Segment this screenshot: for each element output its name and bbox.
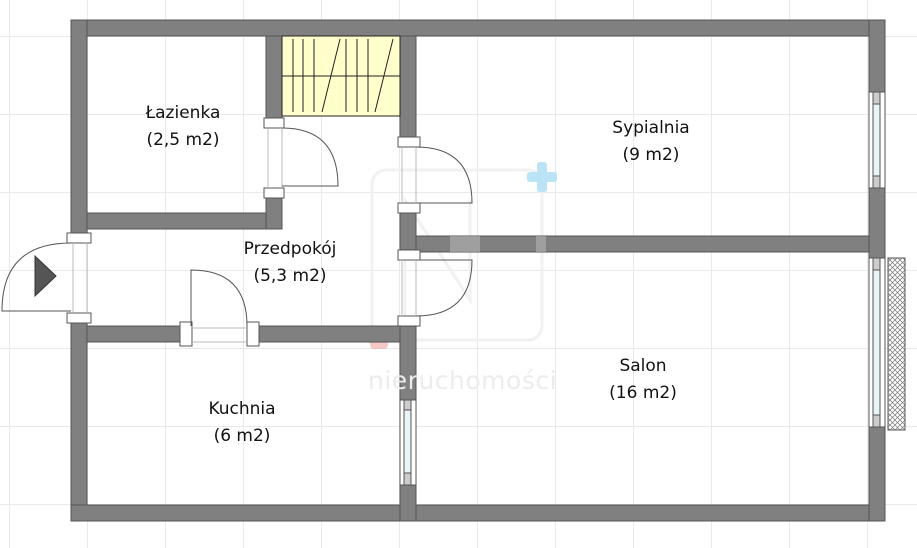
- room-label-kuchnia: Kuchnia (6 m2): [208, 396, 275, 450]
- room-name: Kuchnia: [208, 399, 276, 419]
- room-area: (9 m2): [622, 145, 680, 165]
- room-area: (2,5 m2): [146, 130, 220, 150]
- door-swings: [1, 127, 473, 327]
- room-label-sypialnia: Sypialnia (9 m2): [612, 115, 689, 169]
- room-label-przedpokoj: Przedpokój (5,3 m2): [244, 236, 337, 290]
- watermark-plus-icon: [527, 162, 557, 192]
- entrance-arrow-icon: [34, 254, 57, 298]
- door-openings: [72, 128, 417, 343]
- room-name: Przedpokój: [243, 239, 337, 259]
- stairs: [281, 35, 401, 117]
- walls: [70, 19, 886, 522]
- balcony-railing: [887, 257, 906, 431]
- door-jambs: [66, 117, 421, 347]
- room-label-lazienka: Łazienka (2,5 m2): [146, 100, 221, 154]
- room-area: (6 m2): [213, 426, 271, 446]
- room-area: (16 m2): [609, 383, 677, 403]
- room-label-salon: Salon (16 m2): [609, 353, 677, 407]
- room-name: Salon: [619, 356, 667, 376]
- windows: [399, 91, 886, 486]
- room-name: Sypialnia: [612, 118, 690, 138]
- watermark-text: nieruchomości: [368, 366, 558, 395]
- room-name: Łazienka: [145, 103, 221, 123]
- room-area: (5,3 m2): [253, 266, 327, 286]
